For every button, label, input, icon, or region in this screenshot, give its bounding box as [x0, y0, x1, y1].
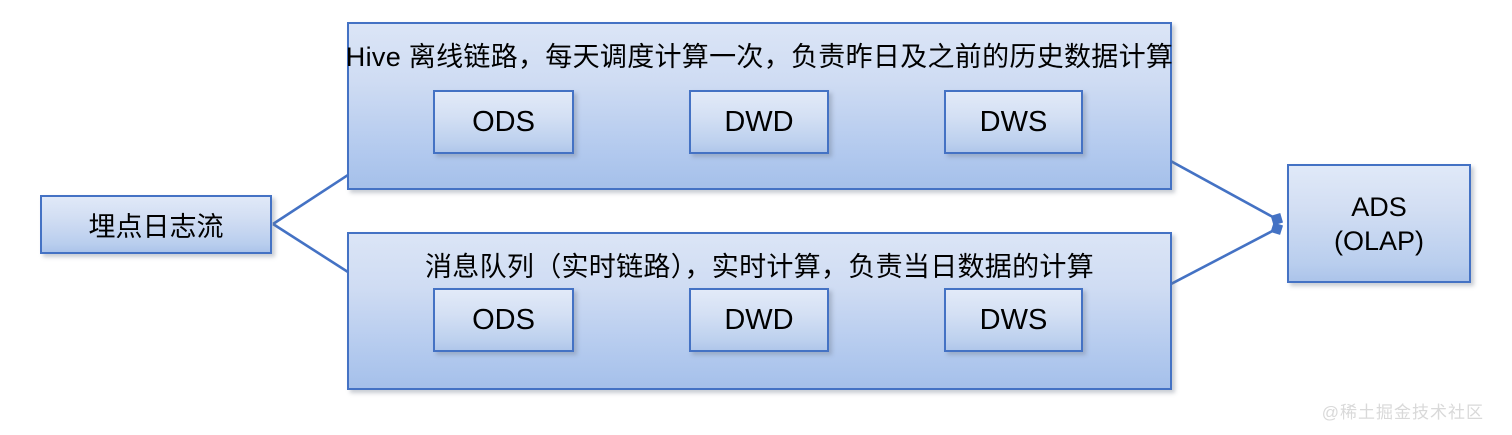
node-ads-olap[interactable]: ADS (OLAP) — [1287, 164, 1471, 283]
node-ads-label-line2: (OLAP) — [1333, 225, 1425, 256]
panel-offline-caption: Hive 离线链路，每天调度计算一次，负责昨日及之前的历史数据计算 — [345, 42, 1174, 72]
node-realtime-ods-label: ODS — [472, 303, 535, 336]
watermark: @稀土掘金技术社区 — [1321, 403, 1484, 422]
node-ads-label-line1: ADS — [1351, 191, 1407, 222]
node-realtime-dws-label: DWS — [979, 303, 1048, 336]
node-offline-ods[interactable]: ODS — [433, 90, 574, 154]
node-realtime-dwd[interactable]: DWD — [689, 288, 829, 352]
node-offline-dws[interactable]: DWS — [944, 90, 1083, 154]
node-offline-dwd[interactable]: DWD — [689, 90, 829, 154]
node-offline-dwd-label: DWD — [724, 105, 794, 138]
node-realtime-ods[interactable]: ODS — [433, 288, 574, 352]
node-offline-ods-label: ODS — [472, 105, 535, 138]
node-source-label: 埋点日志流 — [88, 212, 224, 242]
node-offline-dws-label: DWS — [979, 105, 1048, 138]
node-realtime-dwd-label: DWD — [724, 303, 794, 336]
node-realtime-dws[interactable]: DWS — [944, 288, 1083, 352]
node-source-log-stream[interactable]: 埋点日志流 — [40, 195, 272, 254]
panel-realtime-caption: 消息队列（实时链路），实时计算，负责当日数据的计算 — [425, 252, 1094, 282]
